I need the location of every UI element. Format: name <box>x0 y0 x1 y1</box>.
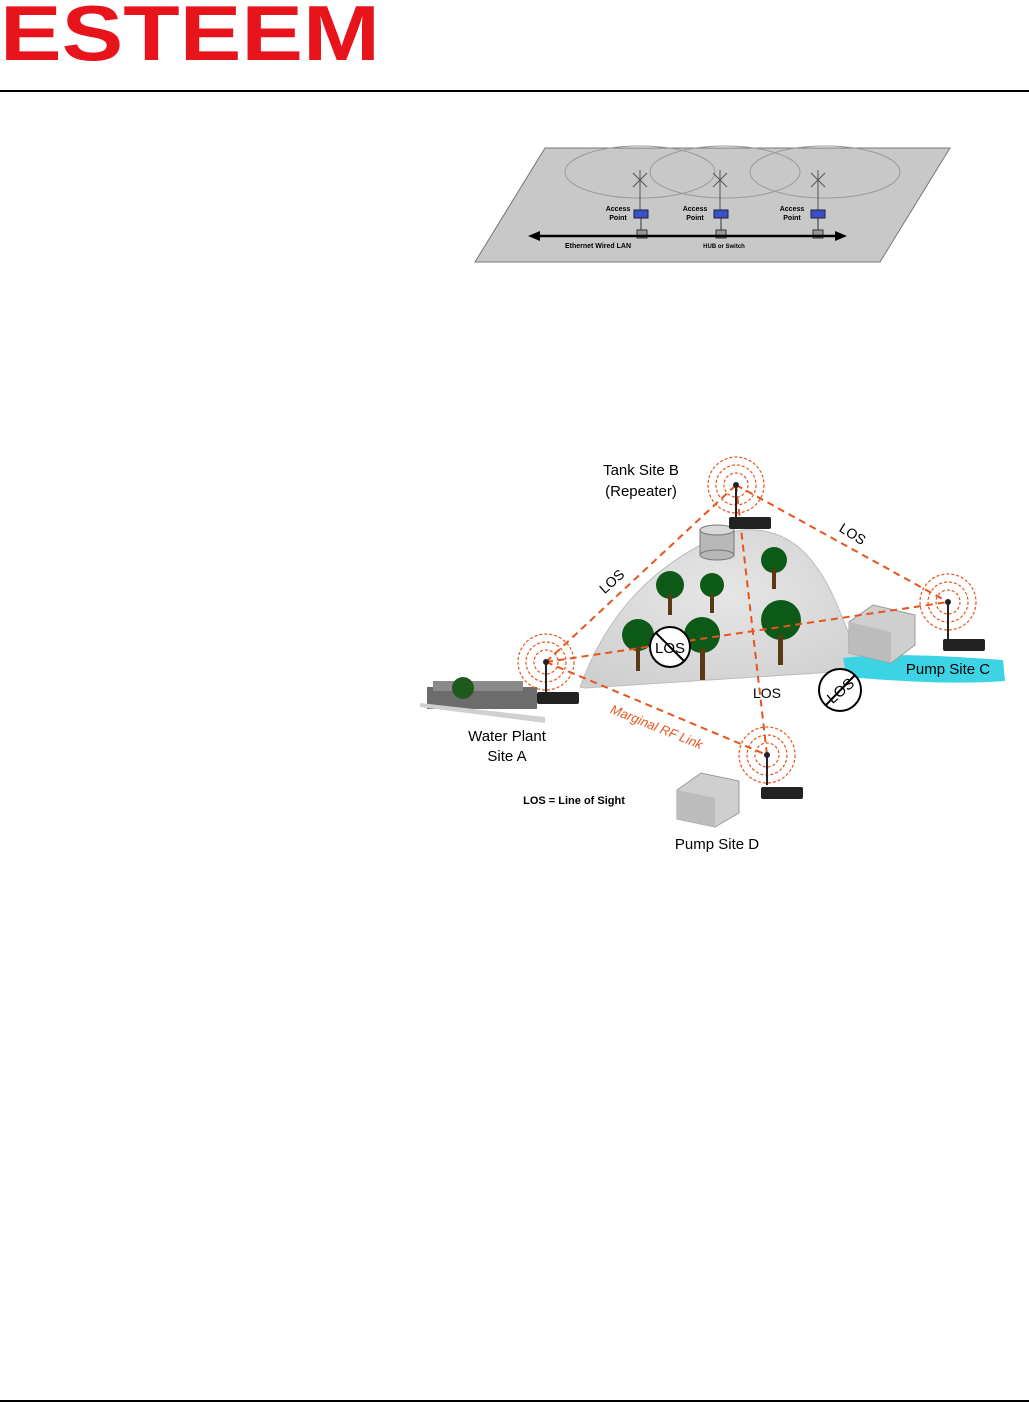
site-los-diagram: LOS LOS Tank Site B (Repeater) LOS LOS L… <box>415 455 1015 860</box>
hub-label: HUB or Switch <box>703 244 745 250</box>
los-legend: LOS = Line of Sight <box>523 795 625 807</box>
svg-text:Point: Point <box>686 215 704 222</box>
footer-rule <box>0 1400 1029 1402</box>
tank-site-sublabel: (Repeater) <box>605 483 677 500</box>
los-label-bd: LOS <box>753 685 781 701</box>
svg-text:Access: Access <box>606 206 631 213</box>
water-tank <box>700 525 734 560</box>
access-point-lan-diagram: Access Point Access Point Access Point E… <box>470 140 955 270</box>
tank-site-label: Tank Site B <box>603 462 679 479</box>
water-plant-label: Water Plant <box>468 728 547 745</box>
no-los-symbol-1: LOS <box>650 627 690 667</box>
radio-site-a <box>537 659 579 704</box>
no-los-symbol-2: LOS <box>819 669 861 711</box>
svg-text:LOS: LOS <box>655 640 685 657</box>
pump-house-c <box>849 605 915 663</box>
radio-site-d <box>761 752 803 799</box>
svg-text:Access: Access <box>683 206 708 213</box>
svg-text:Point: Point <box>783 215 801 222</box>
esteem-logo: ESTEEM <box>0 0 390 70</box>
svg-text:Point: Point <box>609 215 627 222</box>
ethernet-label: Ethernet Wired LAN <box>565 243 631 250</box>
pump-site-d-label: Pump Site D <box>675 836 759 853</box>
svg-text:Access: Access <box>780 206 805 213</box>
radio-site-b <box>729 482 771 529</box>
site-a-label: Site A <box>487 748 526 765</box>
water-plant-building <box>420 677 545 723</box>
pump-site-c-label: Pump Site C <box>906 661 990 678</box>
logo-text: ESTEEM <box>0 0 380 70</box>
pump-house-d <box>677 773 739 827</box>
los-label-ab: LOS <box>596 566 628 597</box>
header-rule <box>0 90 1029 92</box>
